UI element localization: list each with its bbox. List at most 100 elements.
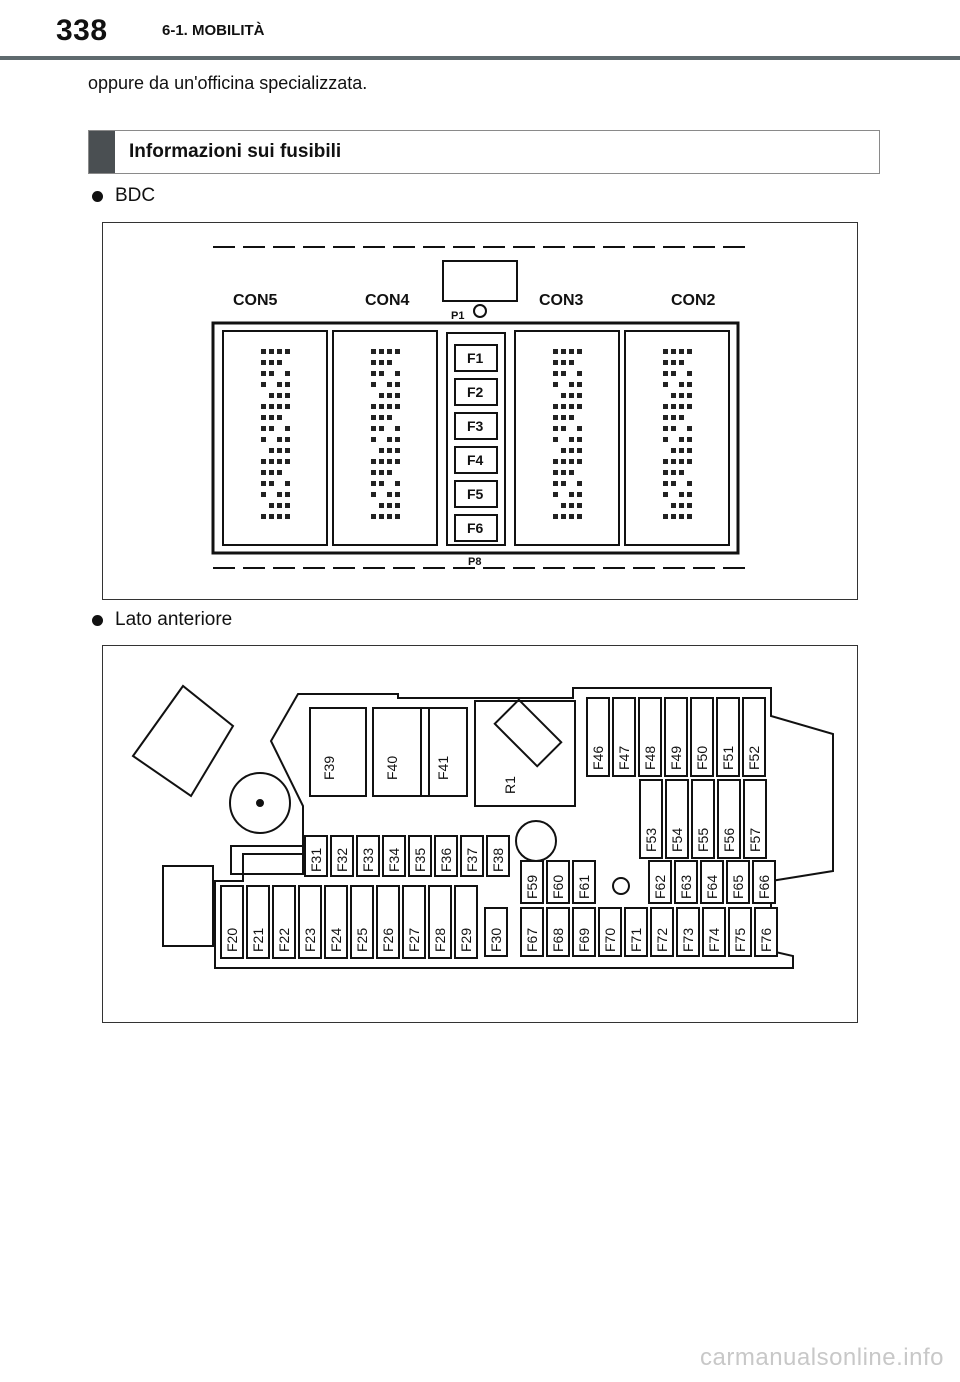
- connector-pin: [285, 404, 290, 409]
- fuse-f51: [716, 697, 740, 777]
- connector-pin: [569, 514, 574, 519]
- connector-pin: [553, 426, 558, 431]
- fuse-label-f35: F35: [412, 848, 428, 872]
- connector-pin: [679, 448, 684, 453]
- connector-pin: [277, 448, 282, 453]
- fuse-label-f50: F50: [694, 746, 710, 770]
- connector-pin: [379, 360, 384, 365]
- fuse-label-f24: F24: [328, 928, 344, 952]
- connector-pin: [285, 459, 290, 464]
- connector-pin: [679, 404, 684, 409]
- fuse-label-f28: F28: [432, 928, 448, 952]
- connector-pin: [671, 349, 676, 354]
- header-rule: [0, 56, 960, 60]
- connector-pin: [679, 437, 684, 442]
- fuse-label-f63: F63: [678, 875, 694, 899]
- connector-pin: [269, 360, 274, 365]
- fuse-label-f34: F34: [386, 848, 402, 872]
- fuse-label-f60: F60: [550, 875, 566, 899]
- connector-pin: [379, 503, 384, 508]
- connector-pin: [671, 470, 676, 475]
- connector-pin: [395, 437, 400, 442]
- fuse-f28: [428, 885, 452, 959]
- fuse-label-f65: F65: [730, 875, 746, 899]
- connector-pin: [687, 404, 692, 409]
- connector-pin: [687, 503, 692, 508]
- fuse-label-f75: F75: [732, 928, 748, 952]
- connector-pin: [395, 349, 400, 354]
- fuse-label-f3: F3: [467, 418, 484, 434]
- connector-pin: [261, 481, 266, 486]
- bullet-dot: [92, 190, 103, 202]
- connector-pin: [553, 382, 558, 387]
- fuse-label-f54: F54: [669, 828, 685, 852]
- connector-pin: [663, 481, 668, 486]
- running-section-title: 6-1. MOBILITÀ: [162, 22, 265, 39]
- fuse-f6: [454, 514, 498, 542]
- connector-pin: [687, 426, 692, 431]
- fuse-f5: [454, 480, 498, 508]
- fuse-f68: [546, 907, 570, 957]
- fuse-f21: [246, 885, 270, 959]
- fuse-f3: [454, 412, 498, 440]
- connector-pin: [553, 481, 558, 486]
- connector-pin: [679, 470, 684, 475]
- round-socket: [515, 820, 557, 862]
- bullet-front-label: Lato anteriore: [115, 609, 233, 630]
- connector-pin: [379, 459, 384, 464]
- fuse-f66: [752, 860, 776, 904]
- fuse-f29: [454, 885, 478, 959]
- fuse-f1: [454, 344, 498, 372]
- connector-pin: [569, 470, 574, 475]
- fuse-f75: [728, 907, 752, 957]
- connector-pins: [261, 349, 692, 519]
- connector-pin: [553, 492, 558, 497]
- connector-pin: [261, 426, 266, 431]
- fuse-f20: [220, 885, 244, 959]
- connector-pin: [285, 503, 290, 508]
- connector-pin: [569, 437, 574, 442]
- connector-pin: [671, 503, 676, 508]
- connector-pin: [269, 481, 274, 486]
- connector-pin: [395, 448, 400, 453]
- marker-p1: P1: [451, 310, 464, 322]
- connector-pin: [379, 426, 384, 431]
- fuse-label-f71: F71: [628, 928, 644, 952]
- section-marker: [89, 131, 115, 173]
- connector-pin: [663, 349, 668, 354]
- connector-pin: [687, 371, 692, 376]
- connector-pin: [663, 371, 668, 376]
- fuse-f34: [382, 835, 406, 877]
- connector-pin: [577, 459, 582, 464]
- connector-pin: [277, 382, 282, 387]
- fuse-f76: [754, 907, 778, 957]
- fuse-f60: [546, 860, 570, 904]
- connector-label-con2: CON2: [671, 292, 716, 309]
- fuse-f69: [572, 907, 596, 957]
- intro-text: oppure da un'officina specializzata.: [88, 73, 368, 93]
- connector-pin: [371, 426, 376, 431]
- mount-hole: [229, 772, 291, 834]
- connector-pin: [277, 470, 282, 475]
- connector-pin: [395, 426, 400, 431]
- fuse-f46: [586, 697, 610, 777]
- connector-pin: [569, 448, 574, 453]
- fuse-f67: [520, 907, 544, 957]
- fuse-label-f20: F20: [224, 928, 240, 952]
- connector-pin: [395, 514, 400, 519]
- connector-pin: [663, 514, 668, 519]
- connector-pin: [577, 448, 582, 453]
- connector-pin: [371, 382, 376, 387]
- connector-pin: [671, 360, 676, 365]
- connector-pin: [569, 503, 574, 508]
- fuse-f62: [648, 860, 672, 904]
- connector-pin: [277, 492, 282, 497]
- fuse-f39: [309, 707, 367, 797]
- fuse-label-f40: F40: [384, 756, 400, 780]
- relay-r1: [474, 700, 576, 807]
- fuse-f70: [598, 907, 622, 957]
- fuse-label-f64: F64: [704, 875, 720, 899]
- connector-pin: [569, 349, 574, 354]
- fuse-f61: [572, 860, 596, 904]
- fuse-f35: [408, 835, 432, 877]
